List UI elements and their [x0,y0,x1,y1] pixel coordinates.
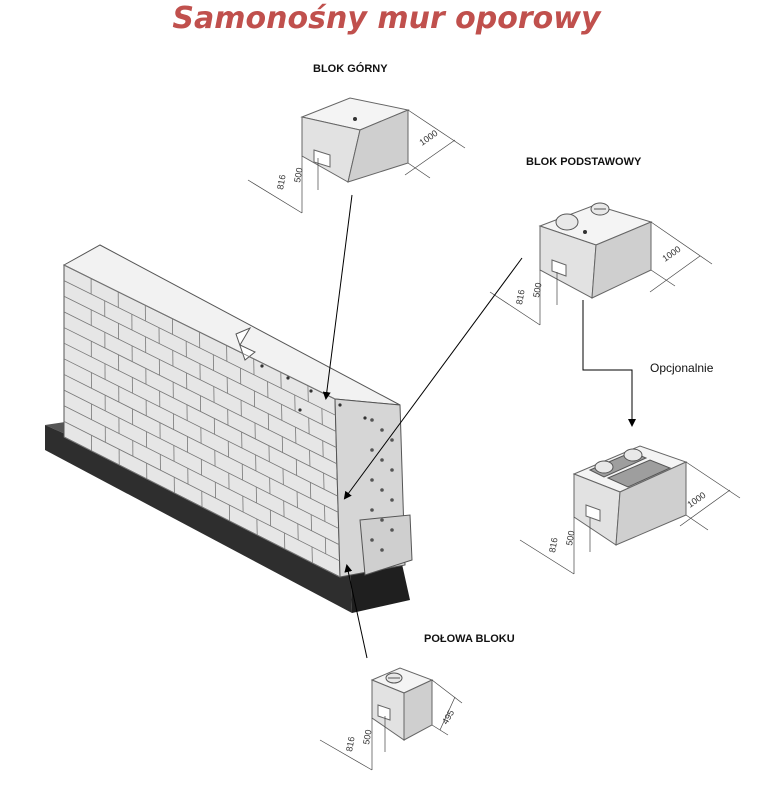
brick-course-line [63,311,337,448]
top-block-dim-width: 816 [275,174,287,191]
wall-end-hole [380,428,384,432]
brick-course-line [63,389,339,529]
top-block-dim-height: 500 [292,167,304,184]
arrow-optional [582,300,636,427]
wall-end-hole [390,468,394,472]
label-half-block: POŁOWA BLOKU [424,633,515,645]
wall-end-hole [370,538,374,542]
arrow-top-block [322,194,353,400]
pointer-arrows [322,194,636,659]
base-block-dim-height: 500 [531,282,543,299]
half-block-drawing: 495 816 500 [319,667,463,771]
brick-course-line [63,280,336,416]
brick-course-line [63,342,338,481]
retaining-wall [45,244,413,613]
half-block-dim-height: 500 [361,729,373,746]
wall-end-hole [380,548,384,552]
label-top-block: BLOK GÓRNY [313,63,388,75]
optional-block-dim-height: 500 [564,530,576,547]
wall-end-hole [370,418,374,422]
arrow-half-block [344,564,368,659]
wall-top-marks [260,364,367,420]
wall-end-hole [380,518,384,522]
wall-end-hole [390,528,394,532]
wall-end-hole [390,438,394,442]
brick-course-line [63,358,338,497]
brick-course-line [63,436,341,578]
brick-course-line [63,405,340,545]
top-block-dim-length: 1000 [417,128,439,148]
page-title: Samonośny mur oporowy [172,1,601,36]
wall-end-hole [370,478,374,482]
wall-end-hole [380,458,384,462]
half-block-dim-width: 816 [344,736,356,753]
wall-end-hole [370,508,374,512]
label-base-block: BLOK PODSTAWOWY [526,156,642,168]
wall-end-hole [380,488,384,492]
arrow-base-block [343,257,523,500]
base-block-dim-length: 1000 [660,244,682,264]
wall-end-holes [370,418,394,552]
wall-end-hole [390,498,394,502]
optional-block-dim-length: 1000 [685,490,707,510]
half-block-dim-length: 495 [440,708,456,726]
wall-end-hole [370,448,374,452]
top-block-drawing: 1000 816 500 [247,97,466,214]
optional-block-dim-width: 816 [547,537,559,554]
label-optional: Opcjonalnie [650,361,714,375]
base-block-dim-width: 816 [514,289,526,306]
optional-block-drawing: 1000 816 500 [519,445,741,575]
base-block-drawing: 1000 816 500 [489,202,713,326]
wall-brick-lines [63,264,341,578]
brick-course-line [63,374,339,513]
